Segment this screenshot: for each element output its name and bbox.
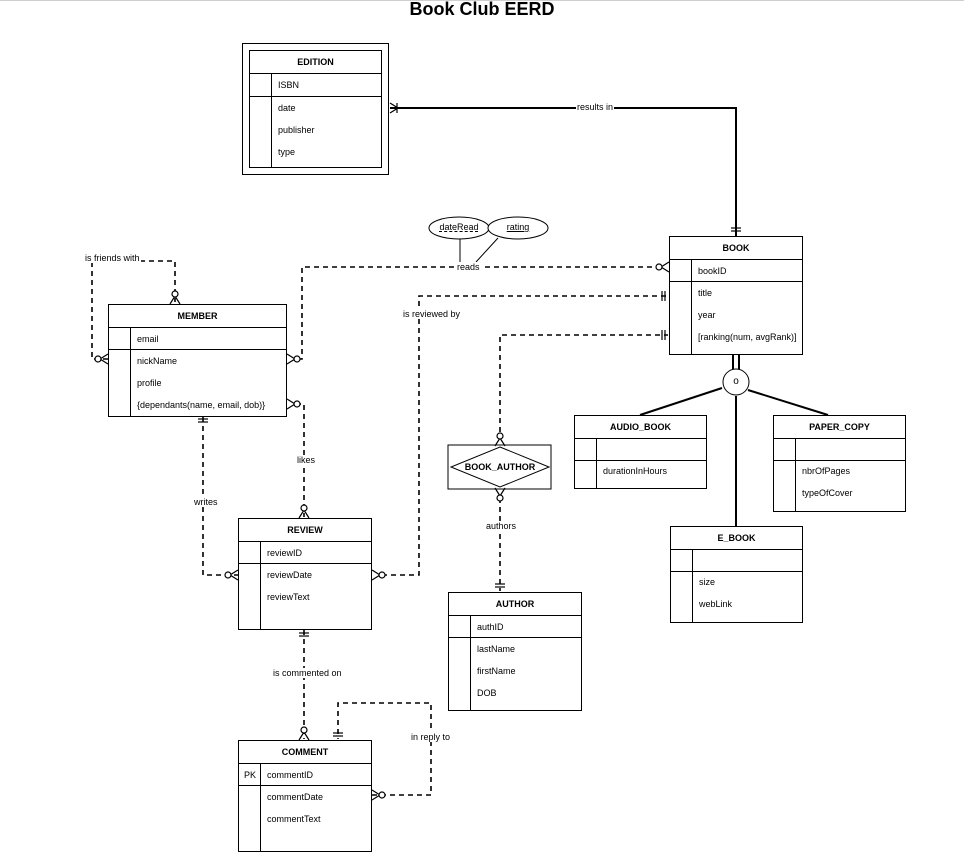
- entity-book: BOOK bookID title year [ranking(num, avg…: [669, 236, 803, 355]
- attr-lastname: lastName: [477, 644, 516, 654]
- entity-review-pk: reviewID: [239, 542, 371, 564]
- entity-author-attrs: lastName firstName DOB: [449, 638, 581, 710]
- attr-type: type: [278, 147, 296, 157]
- attr-email: email: [137, 334, 159, 344]
- label-reads: reads: [456, 262, 481, 272]
- entity-comment-name: COMMENT: [239, 741, 371, 764]
- entity-review: REVIEW reviewID reviewDate reviewText: [238, 518, 372, 630]
- attr-firstname: firstName: [477, 666, 516, 676]
- entity-book-pk: bookID: [670, 260, 802, 282]
- attr-title: title: [698, 288, 713, 298]
- attr-size: size: [699, 577, 716, 587]
- edition-crowfoot: [389, 102, 400, 114]
- top-border: [0, 0, 964, 1]
- line-disjoint-to-audio: [639, 387, 723, 416]
- entity-paper-copy: PAPER_COPY nbrOfPages typeOfCover: [773, 415, 906, 512]
- entity-e-book: E_BOOK size webLink: [670, 526, 803, 623]
- disjoint-circle: [722, 368, 750, 396]
- label-likes: likes: [296, 455, 317, 465]
- attr-nbrofpages: nbrOfPages: [802, 466, 851, 476]
- entity-e-book-pk: [671, 550, 802, 572]
- label-results-in: results in: [576, 102, 615, 112]
- entity-comment-attrs: commentDate commentText: [239, 786, 371, 851]
- attribute-rating-shape: [487, 216, 549, 240]
- line-writes: [202, 417, 238, 576]
- attr-commenttext: commentText: [267, 814, 321, 824]
- entity-e-book-name: E_BOOK: [671, 527, 802, 550]
- connector-rating: [475, 237, 499, 263]
- line-reads: [298, 266, 658, 360]
- attr-commentdate: commentDate: [267, 792, 324, 802]
- entity-edition-attrs: date publisher type: [250, 97, 381, 167]
- entity-audio-book-pk: [575, 439, 706, 461]
- line-results-in: [390, 107, 737, 236]
- entity-author-pk: authID: [449, 616, 581, 638]
- entity-member-pk: email: [109, 328, 286, 350]
- entity-review-attrs: reviewDate reviewText: [239, 564, 371, 629]
- label-is-reviewed-by: is reviewed by: [402, 309, 462, 319]
- attr-dependants: {dependants(name, email, dob)}: [137, 400, 266, 410]
- attr-dob: DOB: [477, 688, 497, 698]
- disjoint-marker: o: [733, 376, 739, 387]
- entity-member-attrs: nickName profile {dependants(name, email…: [109, 350, 286, 416]
- entity-paper-copy-pk: [774, 439, 905, 461]
- line-in-reply-to: [337, 702, 432, 796]
- line-disjoint-to-paper: [747, 389, 829, 416]
- attr-durationinhours: durationInHours: [603, 466, 668, 476]
- entity-audio-book: AUDIO_BOOK durationInHours: [574, 415, 707, 489]
- line-is-reviewed-by: [382, 295, 668, 576]
- label-authors: authors: [485, 521, 518, 531]
- attr-ranking: [ranking(num, avgRank)]: [698, 332, 797, 342]
- attribute-rating: rating: [506, 222, 530, 232]
- book-author-label: BOOK_AUTHOR: [464, 462, 536, 472]
- entity-comment: COMMENT PK commentID commentDate comment…: [238, 740, 372, 852]
- entity-comment-pk: PK commentID: [239, 764, 371, 786]
- attr-reviewdate: reviewDate: [267, 570, 313, 580]
- attr-isbn: ISBN: [278, 80, 300, 90]
- entity-edition-name: EDITION: [250, 51, 381, 74]
- entity-audio-book-attrs: durationInHours: [575, 461, 706, 488]
- entity-review-name: REVIEW: [239, 519, 371, 542]
- label-is-commented-on: is commented on: [272, 668, 343, 678]
- label-writes: writes: [193, 497, 219, 507]
- entity-book-attrs: title year [ranking(num, avgRank)]: [670, 282, 802, 354]
- entity-paper-copy-attrs: nbrOfPages typeOfCover: [774, 461, 905, 511]
- entity-member-name: MEMBER: [109, 305, 286, 328]
- attr-date: date: [278, 103, 296, 113]
- entity-member: MEMBER email nickName profile {dependant…: [108, 304, 287, 417]
- entity-audio-book-name: AUDIO_BOOK: [575, 416, 706, 439]
- attr-reviewid: reviewID: [267, 548, 303, 558]
- attr-typeofcover: typeOfCover: [802, 488, 853, 498]
- attr-profile: profile: [137, 378, 162, 388]
- label-in-reply-to: in reply to: [410, 732, 452, 742]
- entity-book-name: BOOK: [670, 237, 802, 260]
- attr-nickname: nickName: [137, 356, 178, 366]
- entity-paper-copy-name: PAPER_COPY: [774, 416, 905, 439]
- entity-edition-pk: ISBN: [250, 74, 381, 97]
- attr-publisher: publisher: [278, 125, 315, 135]
- diagram-title: Book Club EERD: [409, 0, 555, 19]
- entity-author: AUTHOR authID lastName firstName DOB: [448, 592, 582, 711]
- attr-year: year: [698, 310, 716, 320]
- book-author-diamond: [449, 446, 551, 488]
- attr-reviewtext: reviewText: [267, 592, 310, 602]
- entity-author-name: AUTHOR: [449, 593, 581, 616]
- entity-e-book-attrs: size webLink: [671, 572, 802, 622]
- attr-authid: authID: [477, 622, 504, 632]
- attr-weblink: webLink: [699, 599, 733, 609]
- label-is-friends-with: is friends with: [84, 253, 141, 263]
- attr-bookid: bookID: [698, 266, 727, 276]
- entity-edition: EDITION ISBN date publisher type: [242, 43, 389, 175]
- attr-commentid: commentID: [267, 770, 314, 780]
- line-book-author-book: [499, 334, 668, 432]
- attribute-dateread: dateRead: [439, 222, 479, 232]
- pk-marker: PK: [243, 770, 256, 780]
